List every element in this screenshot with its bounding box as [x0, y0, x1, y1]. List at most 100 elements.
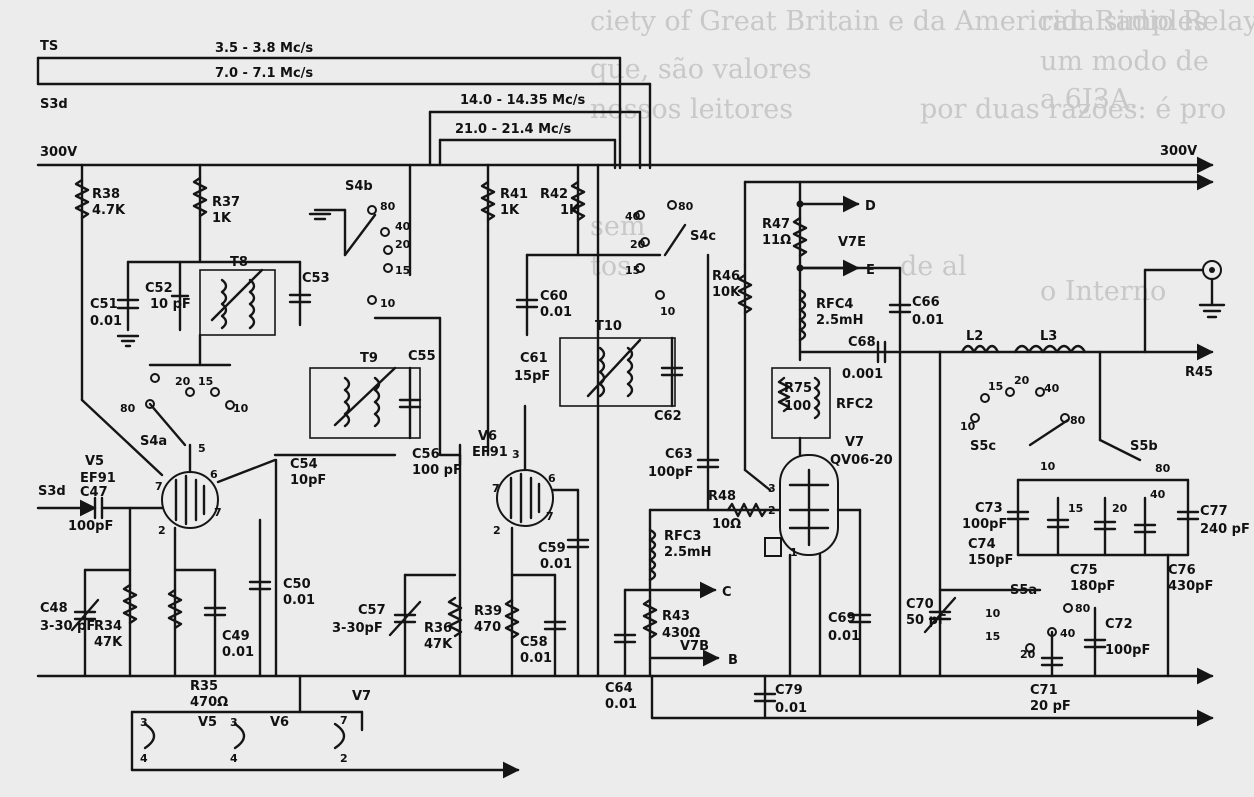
v5-pin-2: 2: [158, 524, 166, 537]
s4c-c15: [635, 263, 645, 273]
c68-value: 0.001: [842, 367, 883, 382]
c59-label: C59: [538, 541, 566, 556]
s4a-contact-4: [225, 400, 235, 410]
c50-label: C50: [283, 577, 311, 592]
heater-wiring: V5 V6 V7 3 4 3 4 7 2: [130, 674, 520, 779]
c57-trim: [388, 600, 422, 637]
r37-value: 1K: [212, 211, 232, 226]
output-network: C70 50 pF L2 L3 R45 15 20 40 80 10 S5c S…: [898, 260, 1250, 714]
heater-v7-top: 7: [340, 714, 348, 727]
s5a-pos-15: 15: [985, 630, 1000, 643]
r75-label: R75: [784, 381, 812, 396]
r42-value: 1K: [560, 203, 580, 218]
c48-label: C48: [40, 601, 68, 616]
rfc2-label: RFC2: [836, 397, 873, 412]
v5-pin-7: 7: [214, 506, 222, 519]
c63-label: C63: [665, 447, 693, 462]
s4a-pos-10: 10: [233, 402, 249, 415]
s4c-c40: [635, 210, 645, 220]
s4c-wiper: [663, 223, 687, 257]
r75-resistor: [777, 376, 791, 413]
v6-pin-7: 7: [492, 482, 500, 495]
s4b-pos-40: 40: [395, 220, 411, 233]
v6-pin-3: 3: [512, 448, 520, 461]
r41-value: 1K: [500, 203, 520, 218]
c72-value: 100pF: [1105, 643, 1150, 658]
s4b-pos-10: 10: [380, 297, 396, 310]
heater-v6: V6: [270, 715, 289, 730]
c58-value: 0.01: [520, 651, 552, 666]
t8-coil-a: [220, 278, 228, 330]
r48-label: R48: [708, 489, 736, 504]
s5b-pos-15: 15: [1068, 502, 1083, 515]
s4c-label: S4c: [690, 229, 716, 244]
c76-label: C76: [1168, 563, 1196, 578]
r46-value: 10K: [712, 285, 741, 300]
r36-label: R36: [424, 621, 452, 636]
v7-heater-loop: [333, 722, 346, 750]
s4b-c80: [367, 205, 377, 215]
s5c-pos-20: 20: [1014, 374, 1030, 387]
heater-v6-bot: 4: [230, 752, 238, 765]
s4b-pos-80: 80: [380, 200, 396, 213]
s4c-pos-20: 20: [630, 238, 646, 251]
c79-label: C79: [775, 683, 803, 698]
v7-type: QV06-20: [830, 453, 893, 468]
s5a-pos-80: 80: [1075, 602, 1091, 615]
rfc4-coil: [798, 288, 807, 342]
s5c-pos-15: 15: [988, 380, 1003, 393]
s5c-c20: [1005, 387, 1015, 397]
r48-resistor: [726, 502, 768, 518]
c70-label: C70: [906, 597, 934, 612]
c54-value: 10pF: [290, 473, 326, 488]
c52-value: 10 pF: [150, 297, 191, 312]
ghost-line-3: nossos leitores: [590, 94, 793, 125]
r38-label: R38: [92, 187, 120, 202]
r41-label: R41: [500, 187, 528, 202]
c50-value: 0.01: [283, 593, 315, 608]
terminal-e: E: [866, 263, 875, 278]
label-band-40: 7.0 - 7.1 Mc/s: [215, 66, 313, 81]
t10-coil-a: [598, 346, 606, 398]
s4b-pos-15: 15: [395, 264, 410, 277]
s5c-wiper: [1028, 418, 1070, 447]
v7-pin-1: 1: [790, 546, 798, 559]
c77-label: C77: [1200, 504, 1228, 519]
s5b-pos-80: 80: [1155, 462, 1171, 475]
r43-resistor: [642, 598, 658, 640]
v6-tube: [496, 469, 554, 527]
l2-label: L2: [966, 329, 983, 344]
c58-label: C58: [520, 635, 548, 650]
s4a-contact-3: [210, 387, 220, 397]
v6-pin-2: 2: [493, 524, 501, 537]
s4b-pos-20: 20: [395, 238, 411, 251]
heater-v7-bot: 2: [340, 752, 348, 765]
rfc3-coil: [648, 528, 657, 582]
t8-coil-b: [248, 278, 256, 330]
r39-label: R39: [474, 604, 502, 619]
r37-label: R37: [212, 195, 240, 210]
v6-type: EF91: [472, 445, 508, 460]
r47-value: 11Ω: [762, 233, 791, 248]
t9-tune: [333, 366, 397, 427]
c70-value: 50 pF: [906, 613, 947, 628]
s4a-contact-1: [150, 373, 160, 383]
top-buses: TS S3d 3.5 - 3.8 Mc/s 7.0 - 7.1 Mc/s 14.…: [36, 39, 1214, 267]
c62-label: C62: [654, 409, 682, 424]
s5a-pos-10: 10: [985, 607, 1001, 620]
label-300v-left: 300V: [40, 145, 77, 160]
c66-label: C66: [912, 295, 940, 310]
v7-socket-box: [764, 537, 782, 557]
c57-label: C57: [358, 603, 386, 618]
l2-coil: [960, 344, 1000, 354]
r42-label: R42: [540, 187, 568, 202]
c71-label: C71: [1030, 683, 1058, 698]
v6-pin-7b: 7: [546, 510, 554, 523]
label-band-15: 21.0 - 21.4 Mc/s: [455, 122, 572, 137]
v6-label: V6: [478, 429, 497, 444]
label-band-20: 14.0 - 14.35 Mc/s: [460, 93, 586, 108]
c72-label: C72: [1105, 617, 1133, 632]
s4c-pos-15: 15: [625, 264, 640, 277]
c77-value: 240 pF: [1200, 522, 1250, 537]
s4b-c10: [367, 295, 377, 305]
